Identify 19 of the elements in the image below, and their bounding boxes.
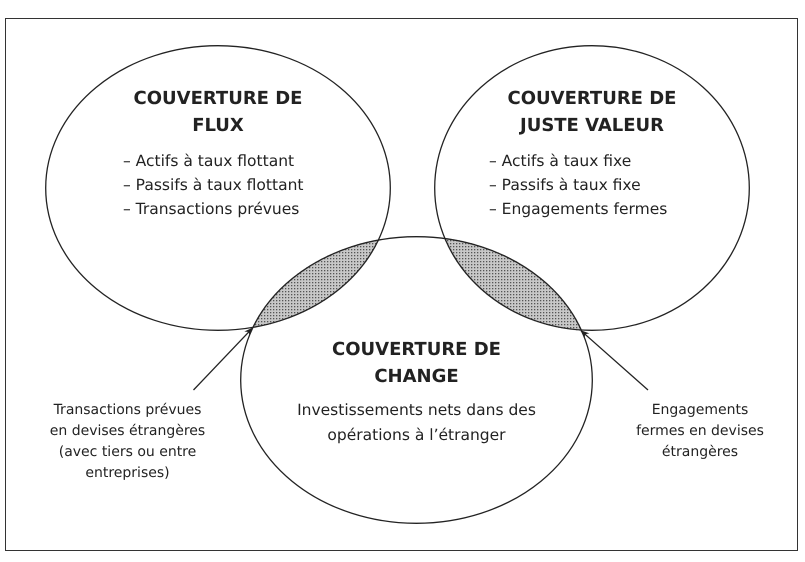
- callout-text: Transactions prévues en devises étrangères (avec tiers ou entre entreprises): [45, 400, 210, 484]
- arrow: [580, 330, 648, 390]
- list-item: – Actifs à taux fixe: [489, 151, 632, 172]
- circle-heading: COUVERTURE DE CHANGE: [331, 338, 502, 389]
- arrow: [193, 327, 254, 390]
- shaded-overlap: [252, 239, 380, 328]
- venn-circle: [434, 45, 750, 331]
- shaded-overlap: [444, 238, 582, 331]
- list-item: – Passifs à taux flottant: [123, 175, 304, 196]
- venn-circle: [240, 236, 593, 524]
- circle-description: Investissements nets dans des opérations à l’étranger: [296, 400, 536, 446]
- list-item: – Transactions prévues: [123, 199, 300, 220]
- list-item: – Passifs à taux fixe: [489, 175, 641, 196]
- list-item: – Actifs à taux flottant: [123, 151, 294, 172]
- venn-circle: [45, 45, 391, 331]
- callout-text: Engagements fermes en devises étrangères: [635, 400, 765, 463]
- circle-heading: COUVERTURE DE JUSTE VALEUR: [506, 87, 678, 138]
- circle-heading: COUVERTURE DE FLUX: [132, 87, 304, 138]
- list-item: – Engagements fermes: [489, 199, 668, 220]
